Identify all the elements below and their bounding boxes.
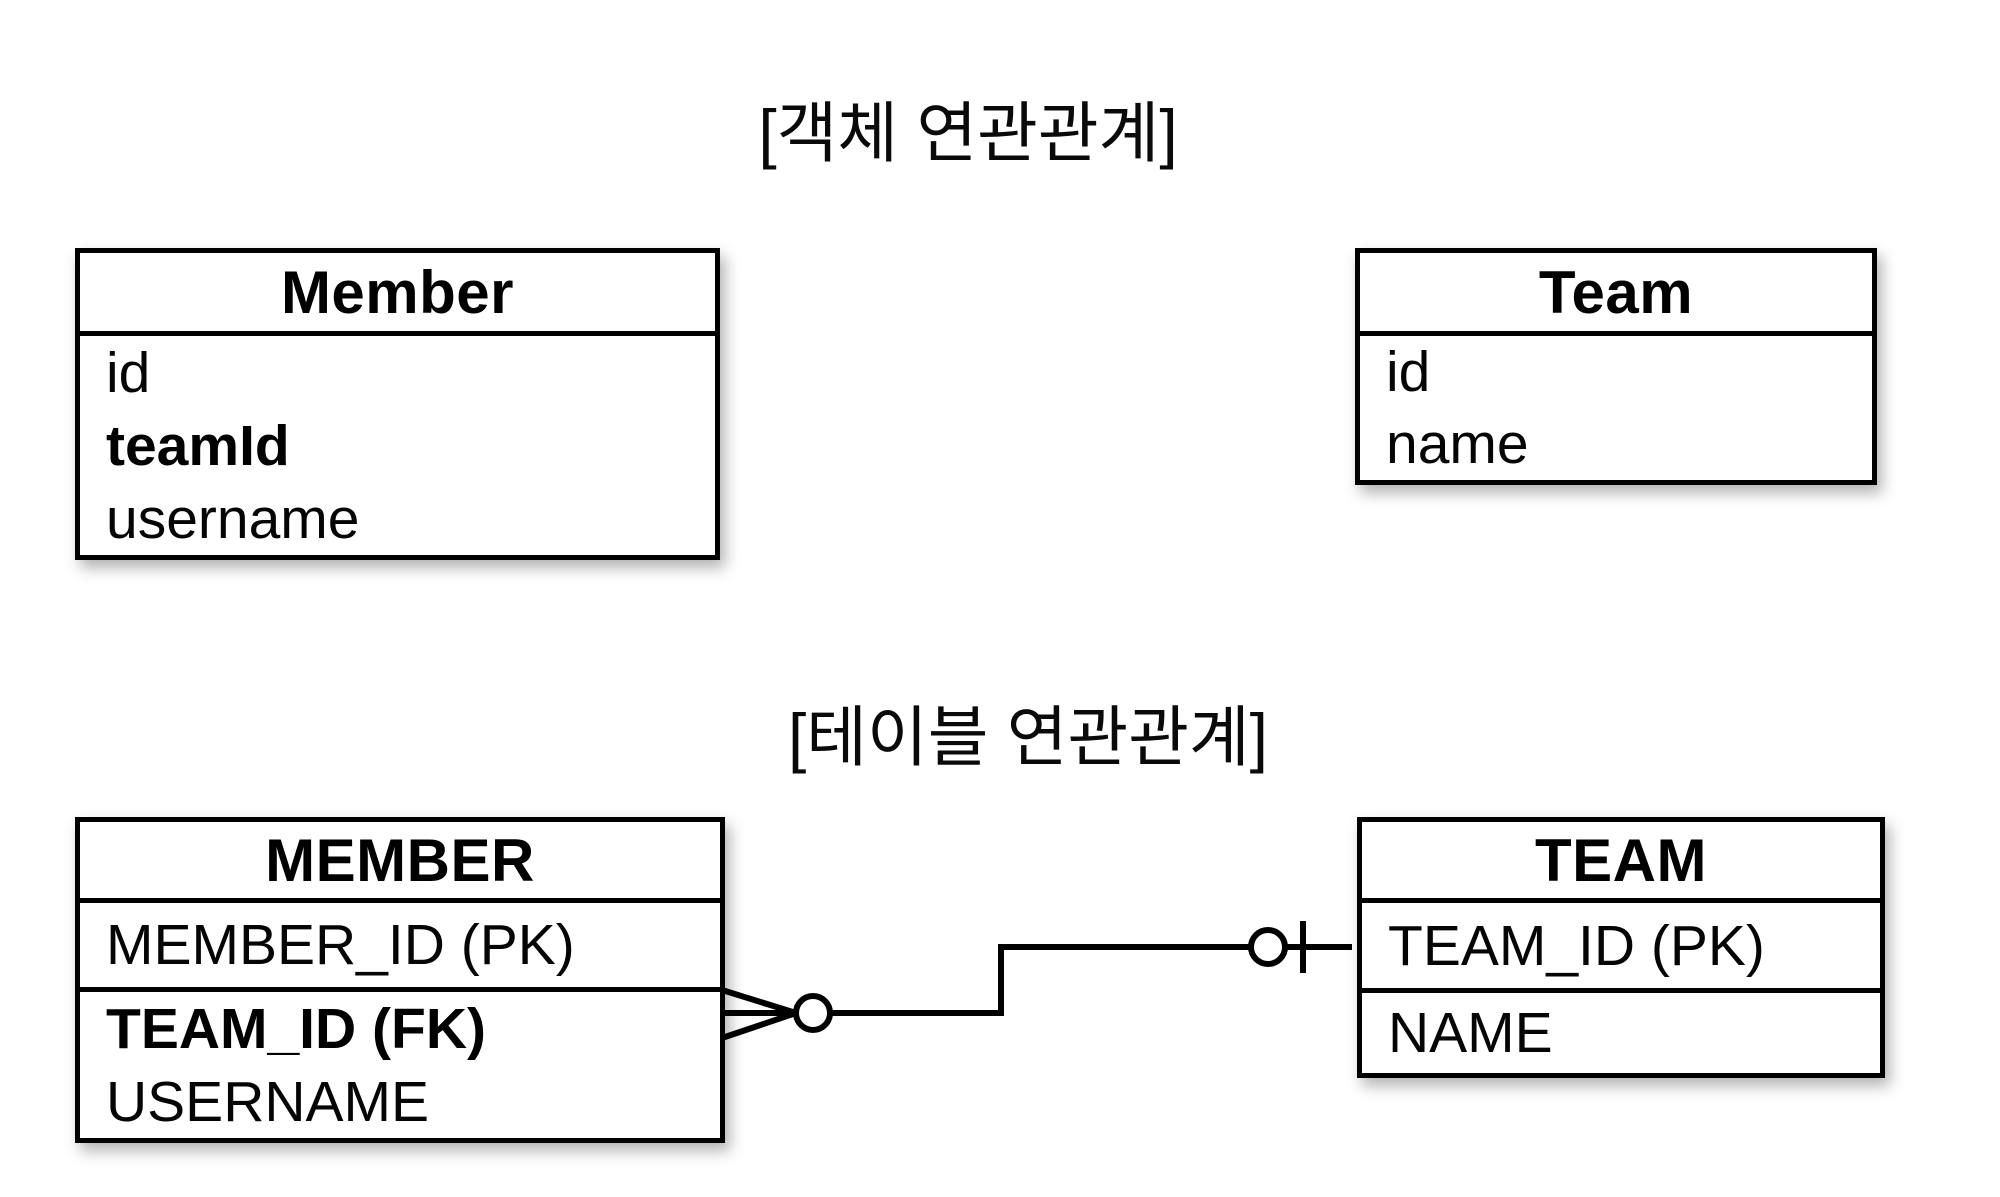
- team-field-id: id: [1386, 340, 1431, 404]
- crow-foot-many-icon: [721, 987, 797, 1041]
- team-class-box: Team id name: [1355, 248, 1877, 485]
- team-table-title: TEAM: [1362, 822, 1880, 903]
- member-class-fields: id teamId username: [80, 336, 715, 555]
- team-class-title: Team: [1360, 253, 1872, 336]
- relationship-line: [829, 944, 1352, 1016]
- member-table-fk-row: TEAM_ID (FK): [106, 996, 486, 1061]
- zero-circle-icon: [793, 993, 833, 1033]
- team-table-name-row: NAME: [1388, 1001, 1553, 1065]
- member-table-title: MEMBER: [80, 822, 720, 903]
- team-field-name: name: [1386, 412, 1529, 476]
- team-table-box: TEAM TEAM_ID (PK) NAME: [1357, 817, 1885, 1078]
- member-class-title: Member: [80, 253, 715, 336]
- team-class-fields: id name: [1360, 336, 1872, 480]
- zero-circle-icon: [1248, 927, 1288, 967]
- member-table-pk-row: MEMBER_ID (PK): [80, 903, 720, 992]
- member-field-id: id: [106, 340, 151, 405]
- table-association-title: [테이블 연관관계]: [787, 700, 1269, 774]
- object-association-title: [객체 연관관계]: [758, 96, 1178, 170]
- member-field-teamid: teamId: [106, 413, 290, 478]
- team-table-columns: NAME: [1362, 993, 1880, 1073]
- member-field-username: username: [106, 486, 360, 551]
- team-table-pk-row: TEAM_ID (PK): [1362, 903, 1880, 993]
- member-table-columns: TEAM_ID (FK) USERNAME: [80, 992, 720, 1138]
- member-table-box: MEMBER MEMBER_ID (PK) TEAM_ID (FK) USERN…: [75, 817, 725, 1143]
- member-class-box: Member id teamId username: [75, 248, 720, 560]
- member-table-username-row: USERNAME: [106, 1069, 430, 1134]
